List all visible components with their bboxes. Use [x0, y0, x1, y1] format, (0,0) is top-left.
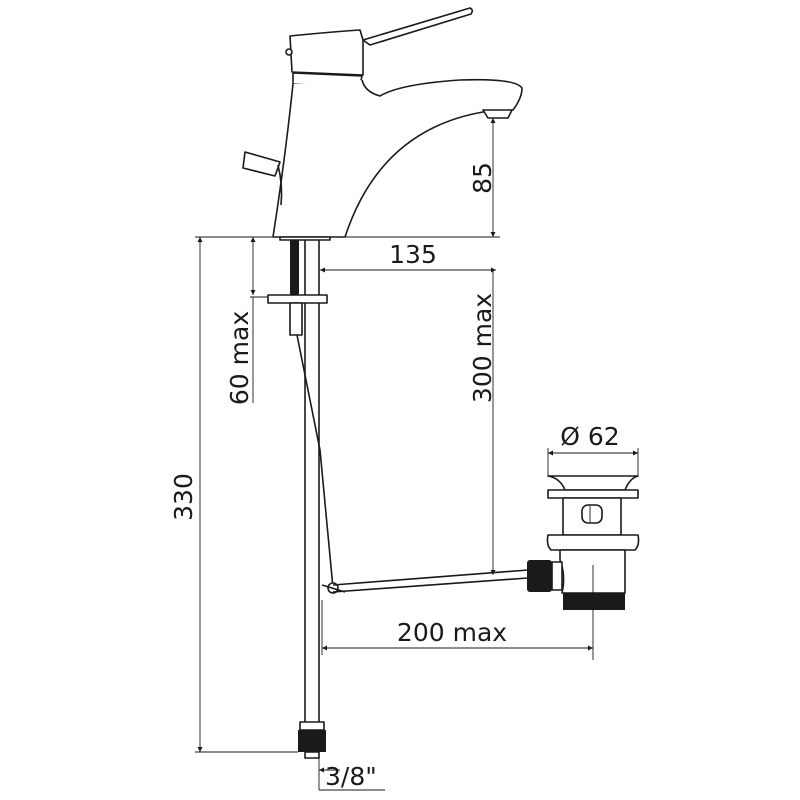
popup-rod	[296, 334, 334, 589]
dim-deck-thickness: 60 max	[225, 311, 254, 405]
drain-cap	[547, 475, 639, 491]
dim-total-height: 330	[169, 473, 198, 521]
faucet-body	[242, 7, 523, 241]
indicator-dot	[285, 48, 293, 56]
dimension-lines	[195, 118, 639, 791]
mounting-nut	[289, 302, 303, 336]
dim-drain-diameter: Ø 62	[560, 422, 619, 451]
lever-cap	[289, 29, 364, 76]
spout	[272, 78, 523, 238]
underdeck-assembly	[267, 240, 529, 759]
aerator	[482, 109, 513, 119]
dim-drain-distance: 200 max	[397, 618, 507, 647]
mounting-plate	[267, 294, 328, 304]
popup-drain	[527, 475, 640, 660]
dim-spout-reach: 135	[389, 240, 437, 269]
dim-spout-height: 85	[468, 162, 497, 194]
dim-connection: 3/8"	[325, 762, 377, 791]
lever-handle	[362, 7, 474, 46]
horizontal-rod	[332, 569, 529, 593]
popup-knob	[242, 151, 281, 177]
dim-rod-length: 300 max	[468, 293, 497, 403]
hose-connector	[298, 730, 326, 752]
threaded-rod	[290, 240, 299, 295]
